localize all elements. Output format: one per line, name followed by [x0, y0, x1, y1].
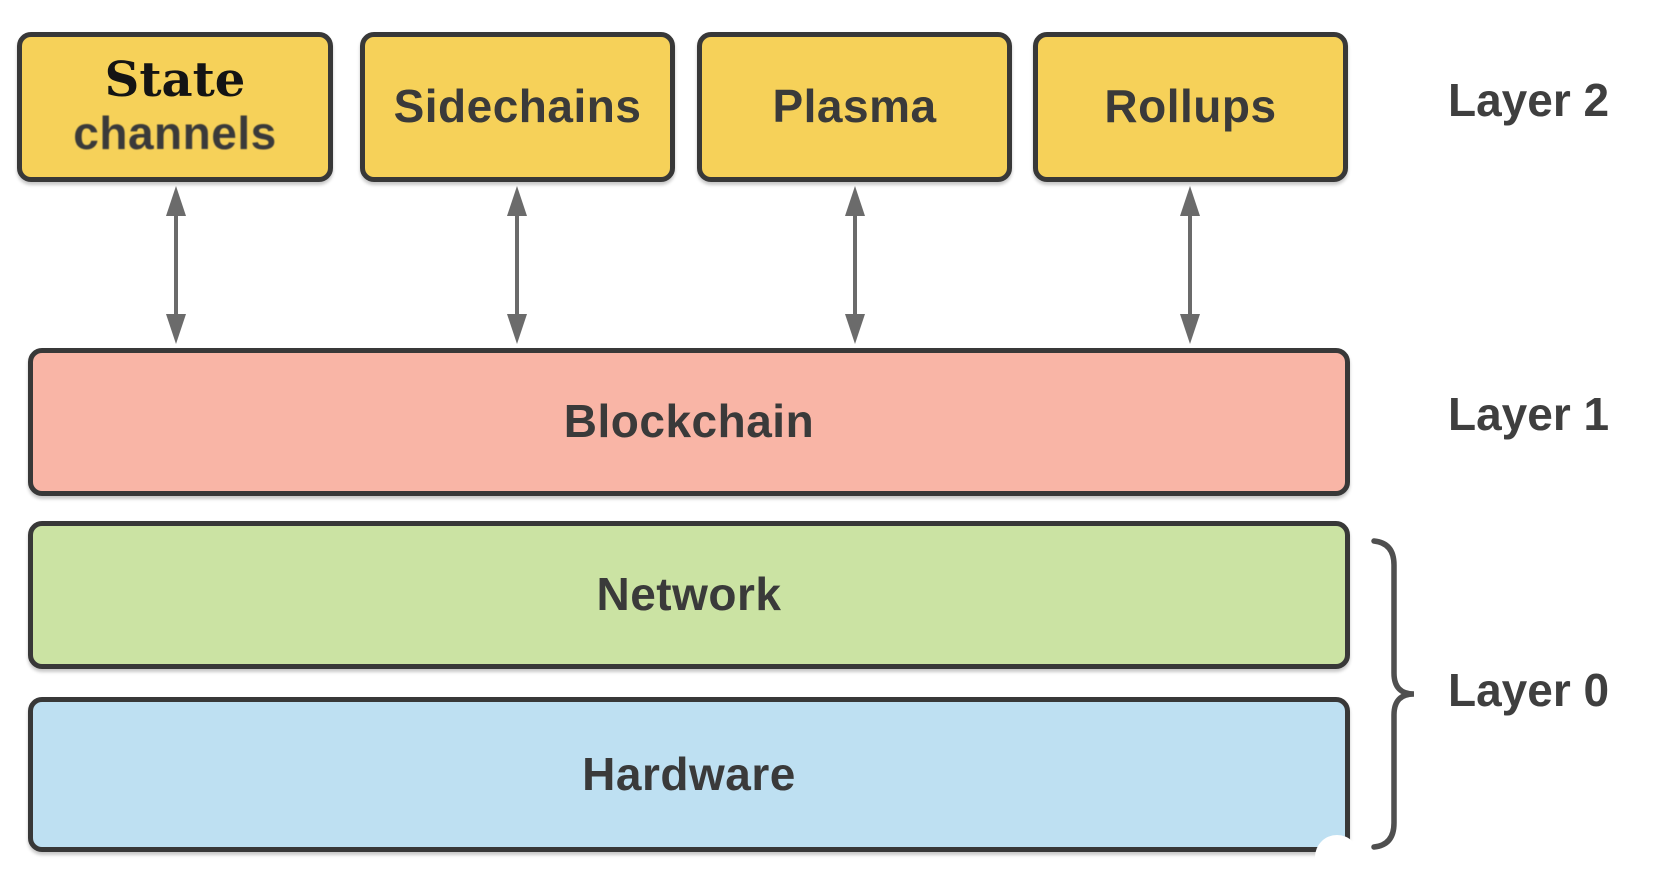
- double-arrow-icon: [166, 186, 186, 344]
- layer1-label: Layer 1: [1448, 388, 1610, 440]
- arrow-shaft: [1188, 208, 1192, 322]
- double-arrow-icon: [845, 186, 865, 344]
- arrow-shaft: [174, 208, 178, 322]
- hardware-box: Hardware: [28, 697, 1350, 852]
- arrow-up-head-icon: [507, 186, 527, 216]
- network-box: Network: [28, 521, 1350, 669]
- rollups-box: Rollups: [1033, 32, 1348, 182]
- arrow-down-head-icon: [507, 314, 527, 344]
- layer2-label: Layer 2: [1448, 74, 1610, 126]
- erased-watermark-notch: [1315, 835, 1359, 874]
- arrow-down-head-icon: [845, 314, 865, 344]
- sidechains-box: Sidechains: [360, 32, 675, 182]
- double-arrow-icon: [1180, 186, 1200, 344]
- arrow-shaft: [853, 208, 857, 322]
- blockchain-box: Blockchain: [28, 348, 1350, 496]
- channels-word: channels: [73, 106, 277, 159]
- blockchain-label: Blockchain: [563, 395, 815, 448]
- arrow-down-head-icon: [1180, 314, 1200, 344]
- arrow-shaft: [515, 208, 519, 322]
- plasma-box: Plasma: [697, 32, 1012, 182]
- plasma-label: Plasma: [772, 80, 937, 133]
- rollups-label: Rollups: [1104, 80, 1277, 133]
- arrow-up-head-icon: [166, 186, 186, 216]
- arrow-up-head-icon: [845, 186, 865, 216]
- double-arrow-icon: [507, 186, 527, 344]
- layer0-brace-icon: [1371, 538, 1415, 850]
- sidechains-label: Sidechains: [393, 80, 642, 133]
- hardware-label: Hardware: [582, 747, 796, 800]
- arrow-down-head-icon: [166, 314, 186, 344]
- layer0-label: Layer 0: [1448, 664, 1610, 716]
- state-channels-label: State channels: [73, 54, 276, 160]
- arrow-up-head-icon: [1180, 186, 1200, 216]
- state-word: State: [104, 52, 246, 109]
- network-label: Network: [596, 568, 782, 621]
- state-channels-box: State channels: [17, 32, 333, 182]
